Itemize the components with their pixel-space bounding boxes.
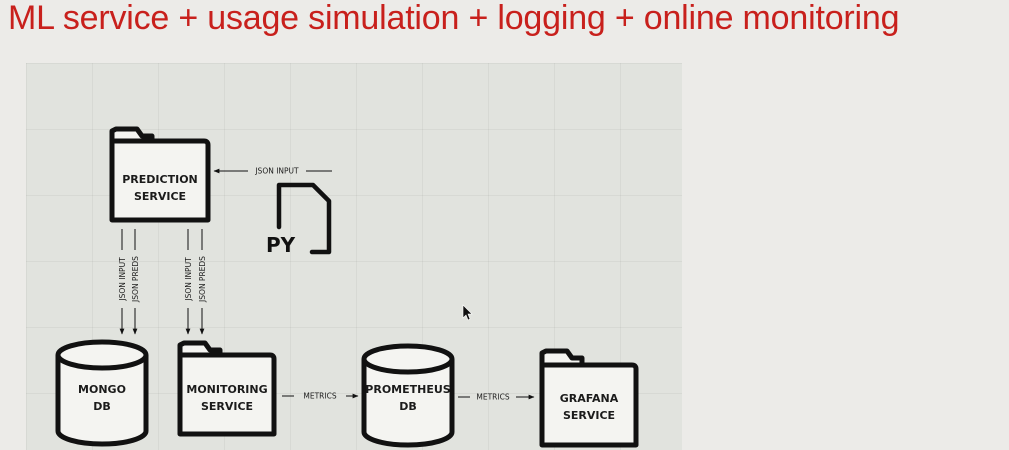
grafana-service-node: GRAFANA SERVICE bbox=[539, 348, 639, 448]
prometheus-db-label-line1: PROMETHEUS bbox=[365, 383, 450, 396]
folder-icon bbox=[539, 348, 639, 448]
python-file-icon: PY bbox=[266, 182, 332, 257]
mongo-db-label-line1: MONGO bbox=[78, 383, 126, 396]
folder-icon bbox=[109, 126, 211, 223]
json-input-edge-to-prediction: JSON INPUT bbox=[213, 167, 332, 176]
prediction-to-monitoring-edges: JSON INPUT JSON PREDS bbox=[184, 229, 207, 335]
grafana-service-label-line1: GRAFANA bbox=[560, 392, 619, 405]
prometheus-db-node: PROMETHEUS DB bbox=[361, 343, 455, 448]
python-file-label: PY bbox=[266, 233, 296, 257]
monitoring-service-node: MONITORING SERVICE bbox=[177, 340, 277, 437]
architecture-diagram: PREDICTION SERVICE JSON INPUT PY JSON IN… bbox=[55, 126, 639, 448]
slide-title: ML service + usage simulation + logging … bbox=[8, 0, 900, 37]
mongo-db-label-line2: DB bbox=[93, 400, 111, 413]
edge-label-json-input-monitoring: JSON INPUT bbox=[184, 257, 193, 302]
prometheus-to-grafana-edge: METRICS bbox=[458, 393, 535, 402]
edge-label-json-input-top: JSON INPUT bbox=[254, 167, 299, 176]
monitoring-service-label-line1: MONITORING bbox=[186, 383, 267, 396]
edge-label-json-preds-monitoring: JSON PREDS bbox=[198, 256, 207, 303]
edge-label-metrics-2: METRICS bbox=[476, 393, 509, 402]
edge-label-json-input-mongo: JSON INPUT bbox=[118, 257, 127, 302]
edge-label-metrics-1: METRICS bbox=[303, 392, 336, 401]
database-icon bbox=[361, 359, 455, 448]
monitoring-service-label-line2: SERVICE bbox=[201, 400, 253, 413]
edge-label-json-preds-mongo: JSON PREDS bbox=[131, 256, 140, 303]
grafana-service-label-line2: SERVICE bbox=[563, 409, 615, 422]
folder-icon bbox=[177, 340, 277, 437]
prediction-service-label-line1: PREDICTION bbox=[122, 173, 198, 186]
monitoring-to-prometheus-edge: METRICS bbox=[282, 392, 359, 401]
mouse-cursor-icon bbox=[462, 304, 473, 321]
database-icon bbox=[55, 355, 149, 447]
prediction-service-node: PREDICTION SERVICE bbox=[109, 126, 211, 223]
prediction-service-label-line2: SERVICE bbox=[134, 190, 186, 203]
diagram-canvas: PREDICTION SERVICE JSON INPUT PY JSON IN… bbox=[26, 63, 682, 450]
mongo-db-node: MONGO DB bbox=[55, 339, 149, 447]
prometheus-db-label-line2: DB bbox=[399, 400, 417, 413]
prediction-to-mongo-edges: JSON INPUT JSON PREDS bbox=[118, 229, 140, 335]
